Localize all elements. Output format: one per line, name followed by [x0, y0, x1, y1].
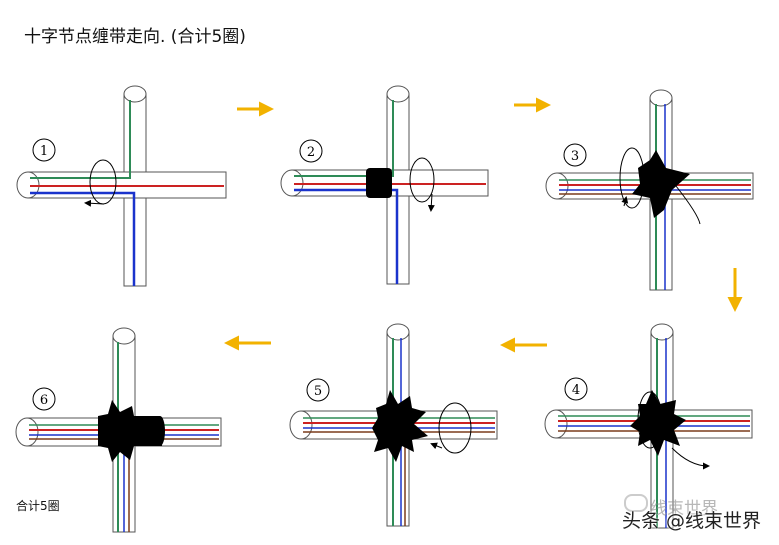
total-turns-note: 合计5圈 [16, 499, 60, 513]
step-2-junction: 2 [280, 85, 489, 285]
step-4-label: 4 [572, 383, 580, 398]
watermark-faded-text: 线束世界 [650, 499, 718, 519]
step-1-label: 1 [40, 144, 48, 159]
tape-wrap [630, 390, 686, 456]
step-5-label: 5 [314, 384, 322, 399]
step-6-junction: 6 [15, 327, 222, 533]
step-2-label: 2 [307, 145, 315, 160]
watermark-text: 头条 @线束世界 [622, 510, 762, 532]
step-4-junction: 4 [544, 323, 753, 529]
tape-wrap [632, 150, 690, 218]
step-6-label: 6 [40, 393, 48, 408]
step-1-junction: 1 [16, 85, 227, 287]
tape-wrap [98, 400, 162, 462]
diagram-title: 十字节点缠带走向. (合计5圈) [24, 27, 246, 47]
step-3-label: 3 [571, 149, 579, 164]
tape-wrap [366, 168, 392, 198]
step-5-junction: 5 [289, 323, 498, 527]
tape-wrap [372, 390, 428, 462]
step-3-junction: 3 [545, 89, 754, 291]
watermark-icon [624, 494, 648, 512]
